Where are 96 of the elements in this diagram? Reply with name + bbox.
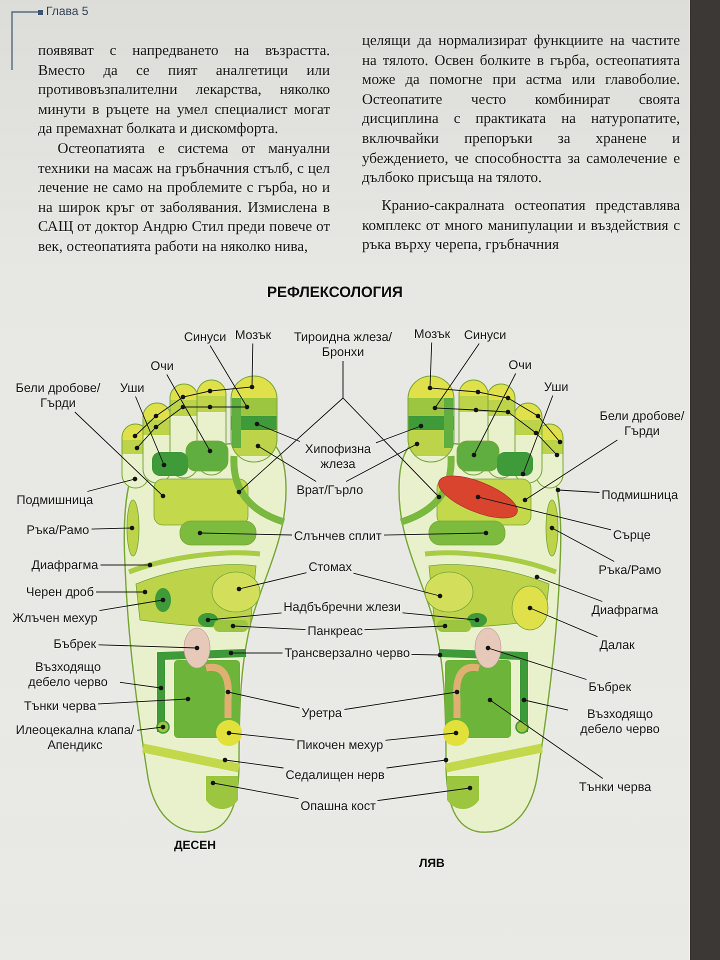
leader-line — [556, 488, 600, 493]
organ-label: Черен дроб — [26, 584, 94, 600]
leader-line — [74, 412, 166, 498]
diagram-title: РЕФЛЕКСОЛОГИЯ — [267, 284, 403, 301]
organ-label: Хипофизна жлеза — [302, 442, 374, 472]
leader-line — [135, 396, 166, 468]
organ-label: Уши — [544, 380, 568, 394]
leader-line — [99, 598, 166, 612]
organ-label: Очи — [150, 358, 174, 374]
organ-label: Диафрагма — [592, 602, 658, 618]
organ-label: Опашна кост — [300, 798, 376, 814]
leader-line — [236, 572, 307, 592]
leader-line — [228, 650, 283, 656]
organ-label: Илеоцекална клапа/Апендикс — [15, 723, 135, 753]
leader-line — [346, 442, 420, 482]
organ-label: Очи — [508, 358, 532, 372]
organ-label: Мозък — [414, 326, 450, 342]
leader-line — [534, 574, 603, 602]
leader-line — [386, 758, 448, 768]
leader-line — [134, 345, 250, 450]
organ-label: Тироидна жлеза/Бронхи — [293, 330, 393, 360]
organ-label: Стомах — [308, 560, 352, 574]
organ-label: Надбъбречни жлези — [284, 600, 401, 614]
leader-line — [100, 562, 152, 568]
leader-line — [206, 612, 282, 622]
leader-line — [120, 682, 164, 690]
leader-line — [364, 624, 448, 630]
body-paragraph: целящи да нормализират функциите на частите на тялото. Освен болките в гърба, остеопатията може да помогне при астма или главоболие. Остеопатите често комбинират своята дисциплина с практиката на натуропатите, включвайки препоръки за хранене и убеждението, че способността за самолечение е дълбоко присъща на тялото. — [362, 32, 680, 188]
organ-label: Бъбрек — [588, 680, 632, 694]
leader-line — [98, 696, 190, 704]
leader-line — [230, 624, 306, 630]
body-paragraph: Кранио-сакралната остеопатия представлява комплекс от много манипулации и въздействия с ръка върху черепа, гръбначния — [362, 197, 680, 256]
chapter-header: Глава 5 — [46, 4, 88, 18]
leader-line — [377, 786, 472, 802]
leader-line — [522, 440, 618, 502]
organ-label: Панкреас — [308, 624, 363, 638]
leader-line — [486, 646, 587, 680]
leader-line — [353, 572, 442, 598]
organ-label: Ръка/Рамо — [26, 522, 90, 538]
leader-line — [132, 343, 254, 438]
organ-label: Тънки черва — [579, 780, 652, 794]
body-paragraph: Остеопатията е система от мануални техники на масаж на гръбначния стълб, с цел лечение не само на проблемите с гърба, но и на широк кръг от заболявания. Измислена в САЩ от доктор Андрю Стил преди повече от век, остеопатията работи на няколко нива, — [38, 140, 330, 257]
organ-label: Възходящо дебело черво — [18, 660, 118, 690]
leader-line — [344, 690, 460, 710]
organ-label: Сърце — [613, 528, 651, 542]
leader-line — [210, 780, 299, 800]
leader-line — [488, 698, 604, 779]
leader-line — [96, 590, 148, 594]
leader-line — [520, 395, 554, 476]
leader-line — [256, 444, 317, 482]
organ-label: Бели дробове/Гърди — [14, 381, 102, 411]
organ-label: Жлъчен мехур — [12, 610, 98, 626]
organ-label: Мозък — [235, 328, 272, 342]
leader-line — [428, 342, 562, 444]
organ-label: Седалищен нерв — [286, 768, 385, 782]
organ-label: Тънки черва — [24, 698, 96, 714]
organ-label: Пикочен мехур — [296, 738, 384, 752]
organ-label: Подмишница — [602, 488, 678, 502]
organ-label: Диафрагма — [32, 558, 98, 572]
body-paragraph: появяват с напредването на възрастта. Вместо да се пият аналгетици или противовъзпалителни лекарства, няколко минути в ръцете на умел специалист могат да премахнат болката и дискомфорта. — [38, 42, 330, 140]
organ-label: Бели дробове/Гърди — [596, 409, 688, 439]
leader-line — [198, 530, 292, 536]
leader-line — [91, 526, 134, 530]
organ-label: Възходящо дебело черво — [570, 707, 670, 737]
organ-label: Трансверзално черво — [284, 646, 410, 660]
leader-line — [226, 690, 300, 708]
organ-label: Синуси — [464, 328, 506, 342]
leader-line — [432, 343, 560, 458]
leader-line — [411, 652, 442, 658]
leader-line — [550, 526, 615, 562]
leader-line — [98, 644, 200, 650]
organ-label: Подмишница — [16, 492, 94, 508]
leader-line — [376, 424, 424, 444]
organ-label: Уретра — [302, 706, 342, 720]
leader-line — [522, 698, 568, 711]
organ-label: Слънчев сплит — [294, 528, 382, 544]
leader-line — [385, 730, 458, 741]
leader-line — [384, 530, 488, 536]
leader-line — [342, 360, 442, 500]
foot-side-label: ЛЯВ — [419, 856, 445, 870]
leader-line — [226, 730, 295, 741]
leader-line — [402, 612, 480, 622]
organ-label: Ръка/Рамо — [598, 562, 662, 578]
leader-line — [166, 374, 212, 454]
leader-line — [476, 494, 612, 530]
organ-label: Синуси — [184, 330, 226, 344]
organ-label: Далак — [600, 638, 635, 652]
organ-label: Бъбрек — [54, 636, 96, 652]
leader-line — [136, 724, 166, 731]
leader-line — [86, 476, 138, 492]
leader-line — [254, 422, 300, 442]
organ-label: Уши — [120, 380, 144, 396]
foot-side-label: ДЕСЕН — [174, 838, 216, 852]
organ-label: Врат/Гърло — [296, 482, 364, 498]
leader-line — [528, 606, 598, 638]
leader-line — [222, 758, 284, 768]
